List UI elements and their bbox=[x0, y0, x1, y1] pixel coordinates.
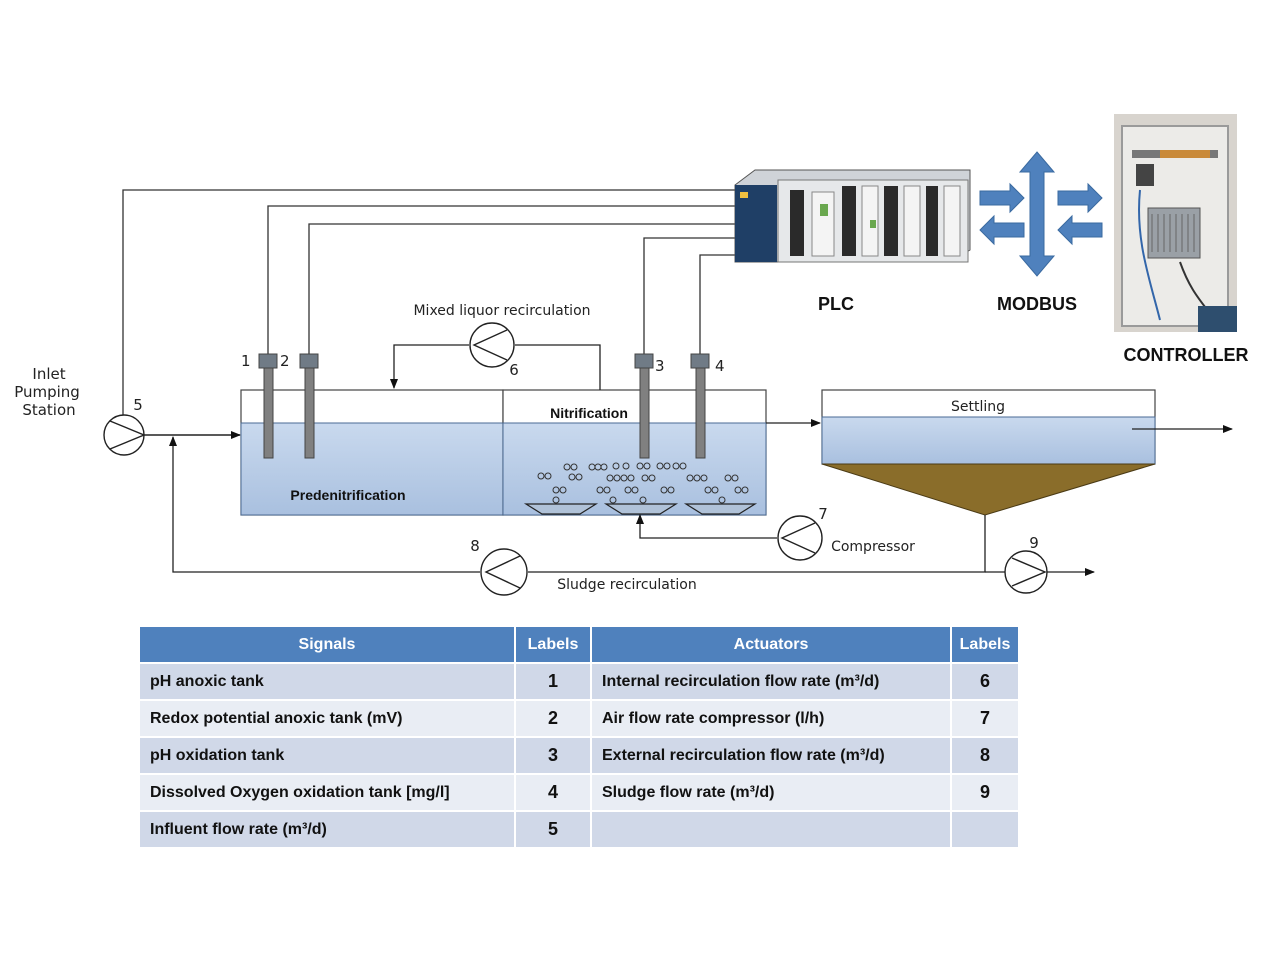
actuator-label-cell: 6 bbox=[952, 664, 1020, 701]
actuator-cell: Internal recirculation flow rate (m³/d) bbox=[592, 664, 952, 701]
compressor-label: Compressor bbox=[831, 539, 915, 555]
settling-label: Settling bbox=[951, 399, 1005, 415]
header-signals: Signals bbox=[140, 627, 516, 664]
actuator-label-cell: 7 bbox=[952, 701, 1020, 738]
signal-label-cell: 4 bbox=[516, 775, 592, 812]
sensor-probes bbox=[258, 353, 710, 459]
aeration-bubbles bbox=[537, 462, 749, 504]
pump-9-icon bbox=[1004, 550, 1048, 594]
inlet-line3: Station bbox=[22, 401, 75, 419]
signal-cell: Dissolved Oxygen oxidation tank [mg/l] bbox=[140, 775, 516, 812]
table-row: pH anoxic tank 1 Internal recirculation … bbox=[140, 664, 1020, 701]
label-5: 5 bbox=[133, 396, 143, 414]
label-7: 7 bbox=[818, 505, 828, 523]
actuator-cell bbox=[592, 812, 952, 849]
signal-label-cell: 5 bbox=[516, 812, 592, 849]
actuator-cell: Sludge flow rate (m³/d) bbox=[592, 775, 952, 812]
process-diagram: PLC MODBUS CONTROLLER Inlet Pumping Stat… bbox=[14, 114, 1249, 596]
plc-label: PLC bbox=[818, 294, 854, 314]
signal-label-cell: 1 bbox=[516, 664, 592, 701]
label-4: 4 bbox=[715, 357, 725, 375]
nitrification-tank bbox=[502, 389, 767, 516]
signal-cell: pH anoxic tank bbox=[140, 664, 516, 701]
header-labels-signals: Labels bbox=[516, 627, 592, 664]
label-2: 2 bbox=[280, 352, 290, 370]
signal-label-cell: 2 bbox=[516, 701, 592, 738]
table-row: pH oxidation tank 3 External recirculati… bbox=[140, 738, 1020, 775]
table-row: Influent flow rate (m³/d) 5 bbox=[140, 812, 1020, 849]
pump-8-icon bbox=[480, 548, 528, 596]
actuator-cell: Air flow rate compressor (l/h) bbox=[592, 701, 952, 738]
predenitrification-tank bbox=[240, 389, 504, 516]
signal-label-cell: 3 bbox=[516, 738, 592, 775]
mixed-liquor-label: Mixed liquor recirculation bbox=[413, 303, 590, 319]
table-row: Redox potential anoxic tank (mV) 2 Air f… bbox=[140, 701, 1020, 738]
air-supply-line bbox=[636, 514, 777, 539]
modbus-label: MODBUS bbox=[997, 294, 1077, 314]
label-8: 8 bbox=[470, 537, 480, 555]
signals-actuators-table: Signals Labels Actuators Labels pH anoxi… bbox=[140, 627, 1020, 849]
actuator-label-cell: 9 bbox=[952, 775, 1020, 812]
inlet-line1: Inlet bbox=[32, 365, 65, 383]
inlet-pumping-station-label: Inlet Pumping Station bbox=[14, 365, 80, 419]
signal-cell: Influent flow rate (m³/d) bbox=[140, 812, 516, 849]
pump-5-icon bbox=[103, 414, 146, 456]
sludge-recirculation-label: Sludge recirculation bbox=[557, 577, 696, 593]
predenitrification-label: Predenitrification bbox=[290, 487, 405, 503]
air-diffusers bbox=[523, 503, 758, 515]
controller-cabinet bbox=[1114, 114, 1237, 332]
actuator-label-cell: 8 bbox=[952, 738, 1020, 775]
controller-label: CONTROLLER bbox=[1124, 345, 1249, 365]
label-9: 9 bbox=[1029, 534, 1039, 552]
actuator-label-cell bbox=[952, 812, 1020, 849]
modbus-arrows bbox=[979, 151, 1103, 277]
label-3: 3 bbox=[655, 357, 665, 375]
nitrification-label: Nitrification bbox=[550, 405, 628, 421]
signal-wires bbox=[122, 189, 735, 418]
signal-cell: Redox potential anoxic tank (mV) bbox=[140, 701, 516, 738]
pump-6-icon bbox=[469, 322, 515, 368]
sludge-recirculation-line bbox=[169, 436, 1095, 576]
plc-device bbox=[734, 169, 971, 263]
actuator-cell: External recirculation flow rate (m³/d) bbox=[592, 738, 952, 775]
header-actuators: Actuators bbox=[592, 627, 952, 664]
compressor-7-icon bbox=[777, 515, 823, 561]
header-labels-actuators: Labels bbox=[952, 627, 1020, 664]
label-1: 1 bbox=[241, 352, 251, 370]
signal-cell: pH oxidation tank bbox=[140, 738, 516, 775]
label-6: 6 bbox=[509, 361, 519, 379]
settling-tank bbox=[821, 389, 1156, 516]
mixed-liquor-line bbox=[390, 344, 601, 390]
inlet-line2: Pumping bbox=[14, 383, 80, 401]
table-row: Dissolved Oxygen oxidation tank [mg/l] 4… bbox=[140, 775, 1020, 812]
